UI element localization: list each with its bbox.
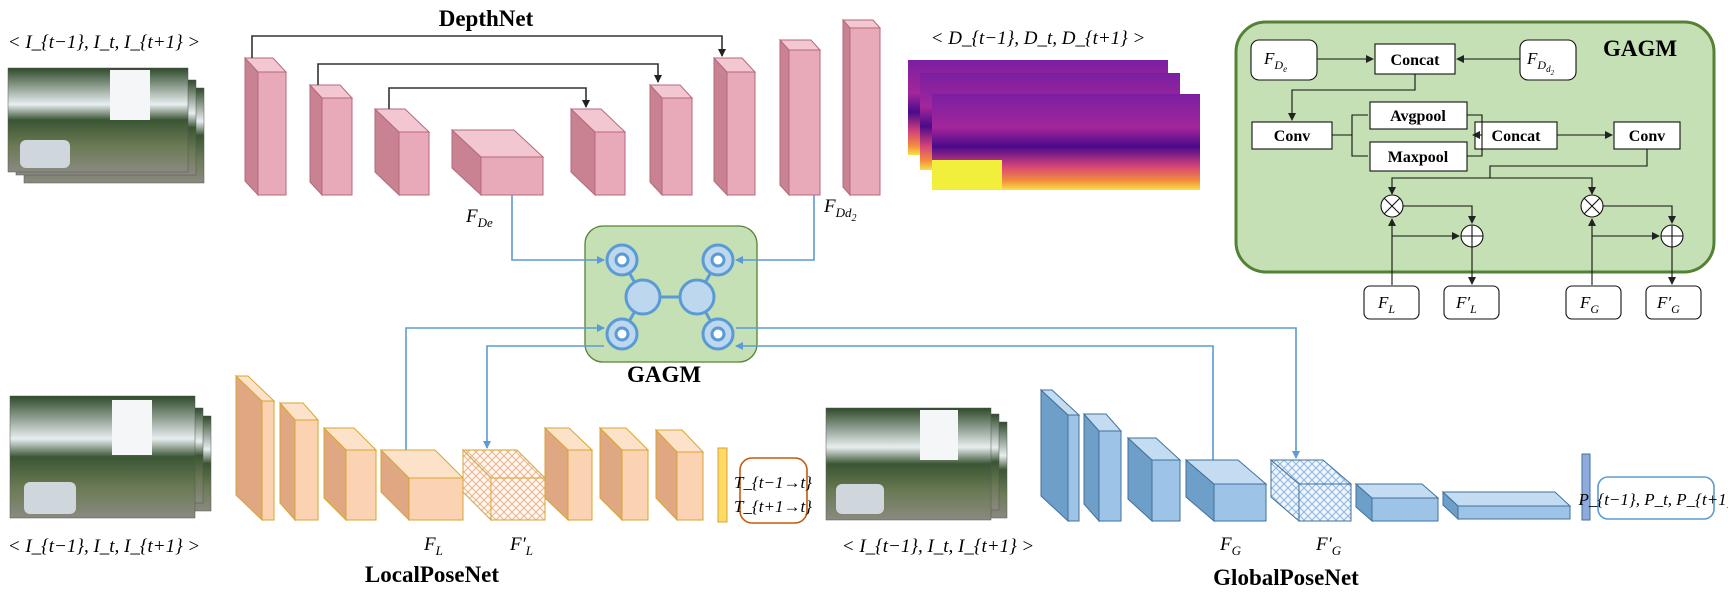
global-output-text: P_{t−1}, P_t, P_{t+1} xyxy=(1578,490,1728,509)
globalposenet-blocks xyxy=(1039,388,1591,523)
gagm-center-label: GAGM xyxy=(627,362,701,387)
localposenet-blocks xyxy=(234,374,728,523)
gagm-connections xyxy=(405,195,1300,460)
depthnet-output-depthmaps xyxy=(908,60,1200,190)
gagm-concat-top: Concat xyxy=(1391,52,1441,69)
depthnet-output-label: < D_{t−1}, D_t, D_{t+1} > xyxy=(931,28,1146,49)
gagm-avgpool: Avgpool xyxy=(1390,108,1446,125)
label-F-G-prime: F′G xyxy=(1315,534,1342,558)
depthnet-input-label: < I_{t−1}, I_t, I_{t+1} > xyxy=(8,32,201,53)
localposenet-output: T_{t−1→t} T_{t+1→t} xyxy=(734,457,812,524)
localposenet-input-frames xyxy=(9,395,212,519)
gagm-io-boxes: FL F′L FG F′G xyxy=(1363,285,1702,320)
label-F-Dd2: FDd2 xyxy=(823,196,857,224)
label-F-G: FG xyxy=(1219,534,1242,558)
gagm-detail-panel: GAGM FDe FDd2 Concat Conv Avgpool Maxpoo… xyxy=(1234,20,1716,285)
label-F-L: FL xyxy=(423,534,443,558)
label-F-De: FDe xyxy=(465,206,493,230)
gagm-conv-left: Conv xyxy=(1274,128,1310,145)
localposenet-title: LocalPoseNet xyxy=(365,562,499,587)
network-node-icon xyxy=(605,243,735,351)
depthnet-title: DepthNet xyxy=(439,6,534,31)
gagm-maxpool: Maxpool xyxy=(1388,149,1449,166)
gagm-detail-title: GAGM xyxy=(1603,36,1677,61)
gagm-center-module xyxy=(584,225,758,363)
local-output-line2: T_{t+1→t} xyxy=(734,497,812,516)
gagm-concat-mid: Concat xyxy=(1492,128,1542,145)
depthnet-blocks xyxy=(243,18,882,197)
localposenet-input-label: < I_{t−1}, I_t, I_{t+1} > xyxy=(8,536,201,557)
globalposenet-output: P_{t−1}, P_t, P_{t+1} xyxy=(1578,476,1728,520)
globalposenet-input-frames xyxy=(825,407,1008,521)
label-F-L-prime: F′L xyxy=(509,534,533,558)
depthnet-input-frames xyxy=(7,67,205,184)
gagm-conv-right: Conv xyxy=(1629,128,1665,145)
globalposenet-title: GlobalPoseNet xyxy=(1213,565,1359,590)
depthnet-skip-connections xyxy=(251,35,726,109)
globalposenet-input-label: < I_{t−1}, I_t, I_{t+1} > xyxy=(842,536,1035,557)
local-output-line1: T_{t−1→t} xyxy=(734,473,812,492)
